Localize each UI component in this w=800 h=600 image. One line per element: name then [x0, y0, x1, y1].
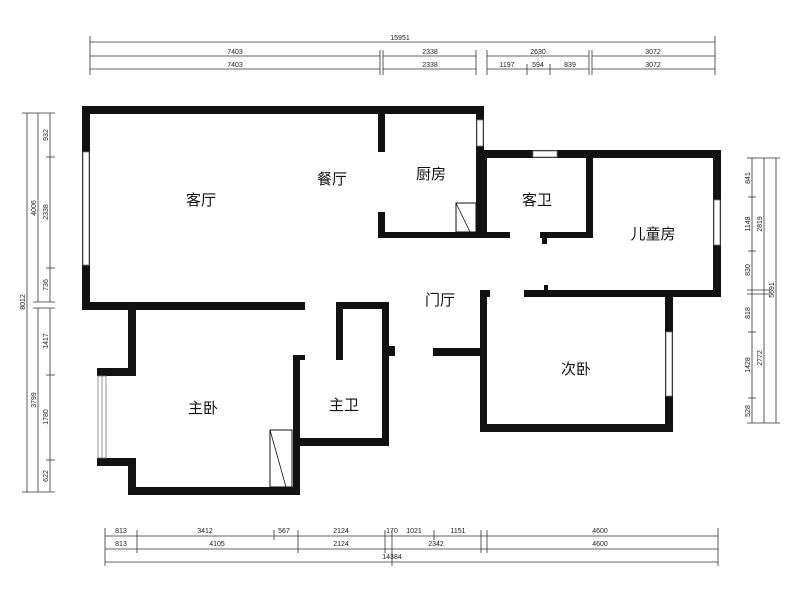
window-living: [82, 151, 90, 266]
dim-top: 594: [532, 62, 544, 69]
dim-right-total: 5691: [769, 282, 776, 298]
room-label-second-bedroom: 次卧: [561, 360, 591, 378]
room-label-master-bedroom: 主卧: [188, 399, 218, 417]
dim-bottom: 1021: [406, 528, 422, 535]
dim-right: 528: [745, 405, 752, 417]
dim-right: 1148: [745, 216, 752, 231]
dim-top: 2630: [530, 49, 546, 56]
dim-bottom: 567: [278, 528, 290, 535]
dim-right: 1428: [745, 357, 752, 373]
window-guest-bath: [532, 150, 558, 158]
dim-left: 932: [43, 129, 50, 141]
window-kitchen: [476, 119, 484, 147]
dim-left: 736: [43, 279, 50, 291]
dim-right: 2772: [757, 350, 764, 366]
dim-bottom: 3412: [197, 528, 213, 535]
walls: [82, 106, 721, 495]
dim-bottom: 2124: [333, 528, 349, 535]
dim-left: 1417: [43, 333, 50, 349]
dim-right: 2819: [757, 216, 764, 232]
room-label-master-bath: 主卫: [329, 396, 359, 414]
dim-left: 3799: [31, 392, 38, 408]
dim-bottom: 4105: [209, 541, 225, 548]
dim-bottom: 813: [115, 541, 127, 548]
dim-top-total: 15951: [390, 35, 410, 42]
dim-bottom: 170: [386, 528, 398, 535]
dim-top: 2338: [422, 62, 438, 69]
dim-top: 839: [564, 62, 576, 69]
left-dimensions: 8012 4006 3799 932 2338 736 1417 1780 62…: [20, 112, 55, 493]
windows: [82, 119, 721, 459]
dim-left: 622: [43, 470, 50, 482]
dim-right: 830: [745, 264, 752, 276]
room-label-kitchen: 厨房: [416, 165, 446, 183]
dim-left: 2338: [43, 204, 50, 220]
dim-right: 841: [745, 172, 752, 184]
dim-right: 818: [745, 307, 752, 319]
right-dimensions: 841 1148 830 818 1428 528 2819 2772 5691: [745, 157, 780, 424]
window-kids-room: [713, 199, 721, 246]
room-label-living: 客厅: [186, 191, 216, 209]
top-dimensions: 15951 7403 2338 2630 3072 7403 2338 1197…: [89, 35, 716, 75]
dim-left: 1780: [43, 409, 50, 425]
room-label-guest-bath: 客卫: [522, 191, 552, 209]
window-second-bedroom: [665, 331, 673, 397]
dim-bottom: 813: [115, 528, 127, 535]
dim-bottom: 2124: [333, 541, 349, 548]
dim-top: 1197: [499, 62, 514, 69]
dim-bottom: 4600: [592, 541, 608, 548]
dim-top: 3072: [645, 62, 661, 69]
room-label-foyer: 门厅: [425, 291, 455, 309]
dim-bottom: 1151: [450, 528, 465, 535]
dim-left-total: 8012: [20, 294, 27, 310]
dim-bottom: 2342: [428, 541, 444, 548]
dim-top: 3072: [645, 49, 661, 56]
bottom-dimensions: 813 3412 567 2124 170 1021 1151 4600 813…: [104, 528, 719, 566]
dim-left: 4006: [31, 200, 38, 216]
dim-top: 7403: [227, 62, 243, 69]
shafts: [269, 202, 477, 488]
room-label-dining: 餐厅: [317, 170, 347, 188]
dim-bottom-total: 14384: [382, 554, 402, 561]
room-label-kids-room: 儿童房: [630, 225, 675, 243]
dim-top: 7403: [227, 49, 243, 56]
dim-top: 2338: [422, 49, 438, 56]
dim-bottom: 4600: [592, 528, 608, 535]
